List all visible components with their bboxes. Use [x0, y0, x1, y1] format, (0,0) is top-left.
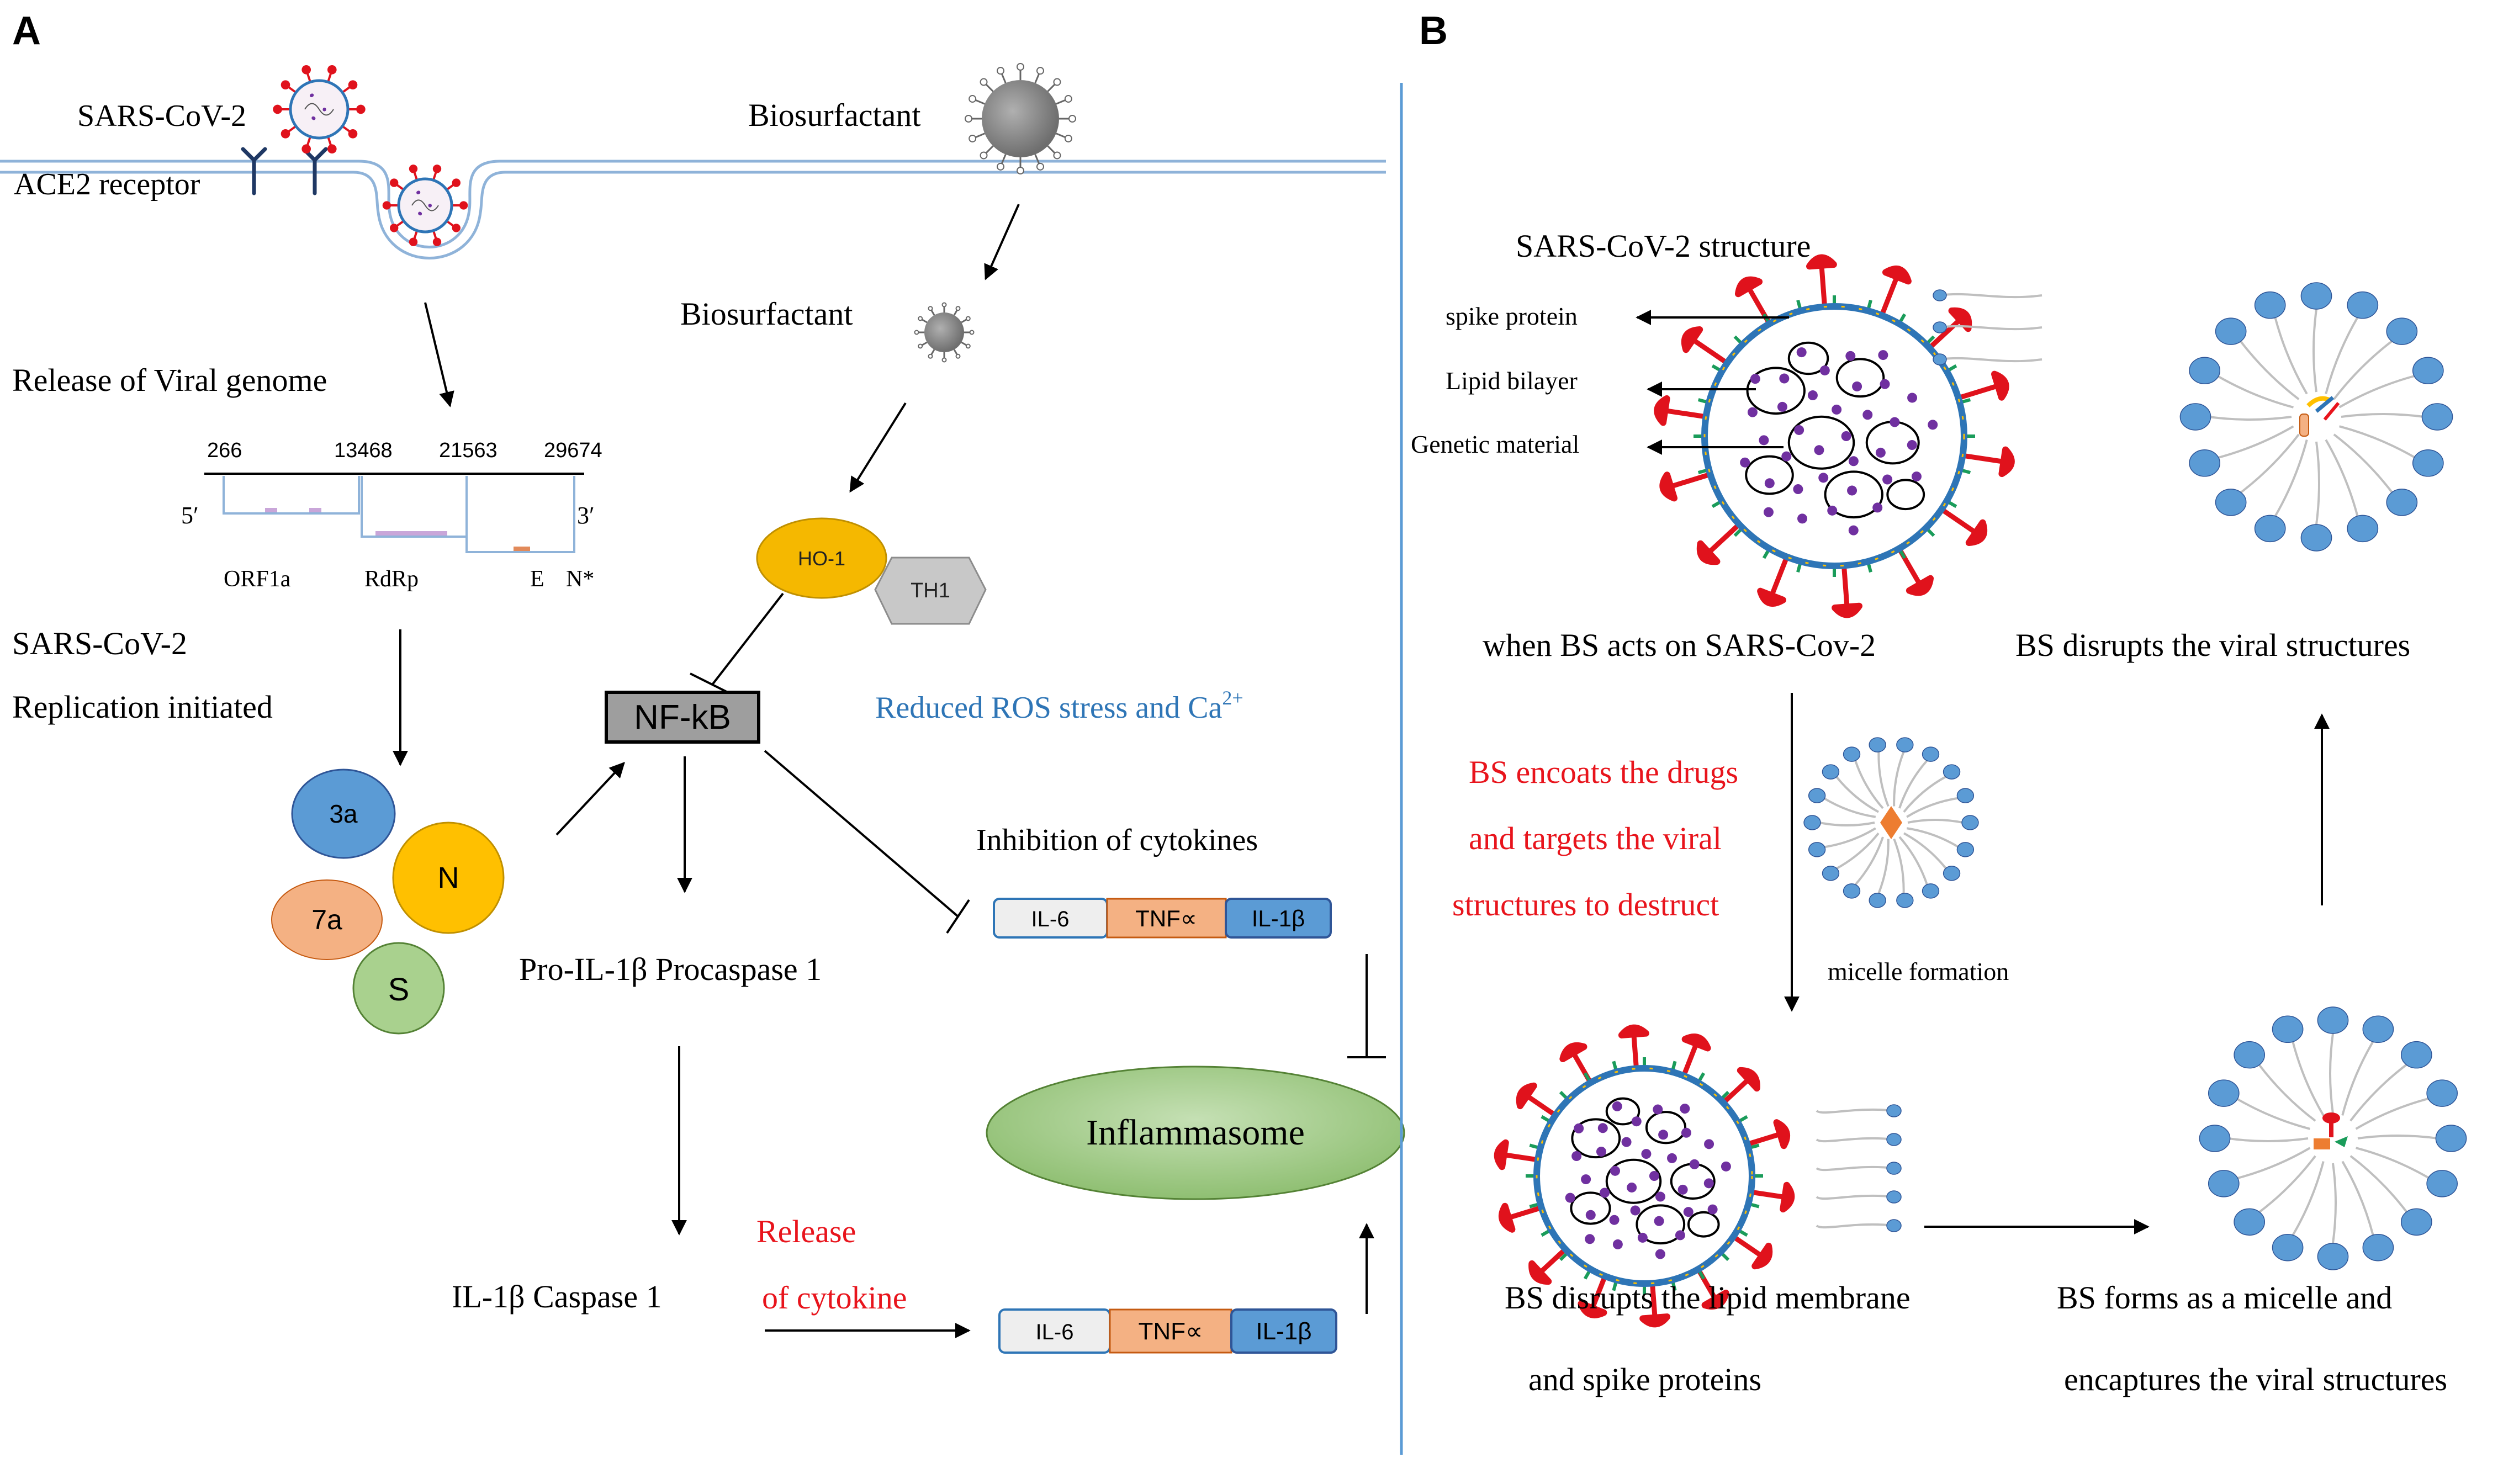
disrupted-virus-icon: [1494, 1024, 1795, 1328]
replication-line1: SARS-CoV-2: [12, 626, 187, 661]
inhibition-bar: [946, 899, 970, 934]
cytokine-il6: IL-6: [1031, 907, 1070, 931]
gene-label: ORF1a: [224, 566, 291, 592]
sars-cov-2-structure-icon: [1654, 254, 2015, 618]
biosurfactant-icon: [965, 63, 1076, 174]
forms-micelle-line1: BS forms as a micelle and: [2057, 1280, 2392, 1316]
genome-position: 21563: [439, 439, 498, 462]
cytokine-tnf: TNF∝: [1135, 905, 1197, 931]
surfactant-strands-icon: [1816, 1104, 1902, 1232]
genome-position: 266: [207, 439, 242, 462]
micelle-formation-label: micelle formation: [1828, 957, 2009, 985]
inhibition-line: [764, 750, 959, 918]
gene-label: RdRp: [364, 566, 419, 592]
il-caspase-label: IL-1β Caspase 1: [452, 1279, 662, 1315]
three-prime-label: 3′: [577, 502, 595, 529]
biosurfactant-small-icon: [914, 302, 975, 363]
cytokine-tnf: TNF∝: [1139, 1318, 1203, 1345]
cytokine-bar-bottom: IL-6 TNF∝ IL-1β: [998, 1308, 1337, 1354]
five-prime-label: 5′: [181, 502, 199, 529]
drug-micelle-icon: [1803, 737, 1979, 908]
protein-s-label: S: [388, 972, 410, 1008]
endocytosed-virus-icon: [382, 165, 468, 246]
gene-label: N*: [566, 566, 594, 592]
ho1-node: [756, 517, 887, 599]
structure-title: SARS-CoV-2 structure: [1516, 228, 1811, 264]
encoats-line3: structures to destruct: [1452, 887, 1719, 923]
cytokine-il1b: IL-1β: [1256, 1318, 1311, 1345]
release-line1: Release: [756, 1213, 856, 1249]
viral-proteins: 3a N 7a S: [271, 768, 505, 1035]
virus-label: SARS-CoV-2: [77, 99, 246, 133]
protein-7a-label: 7a: [311, 904, 342, 935]
release-line2: of cytokine: [762, 1280, 907, 1316]
ho1-label: HO-1: [798, 547, 845, 570]
arrow: [984, 204, 1020, 280]
micelle-encapturing-icon: [2199, 1006, 2467, 1270]
encoats-line2: and targets the viral: [1469, 820, 1722, 856]
panel-a-label: A: [12, 9, 41, 53]
genome-map: 266 13468 21563 29674 5′ 3′ ORF1a RdRp E…: [181, 439, 602, 592]
forms-micelle-line2: encaptures the viral structures: [2064, 1361, 2447, 1397]
spike-label: spike protein: [1446, 302, 1578, 330]
cytokine-il6: IL-6: [1036, 1320, 1074, 1344]
gene-label: E: [530, 566, 544, 592]
sars-cov-2-virus-icon: [273, 65, 366, 154]
inhibition-line: [711, 592, 784, 686]
arrow: [424, 302, 454, 407]
ros-label: Reduced ROS stress and Ca2+: [875, 687, 1243, 725]
panel-b-label: B: [1419, 9, 1448, 53]
encoats-line1: BS encoats the drugs: [1469, 754, 1738, 790]
genome-position: 13468: [334, 439, 393, 462]
micelle-disrupted-icon: [2179, 282, 2453, 552]
inhibition-cytokines-label: Inhibition of cytokines: [976, 823, 1258, 857]
inflammasome-label: Inflammasome: [1086, 1112, 1305, 1153]
protein-s: [352, 942, 445, 1035]
protein-3a-label: 3a: [329, 799, 358, 828]
th1-label: TH1: [911, 579, 950, 602]
genetic-label: Genetic material: [1411, 430, 1579, 458]
biosurfactant-mid-label: Biosurfactant: [680, 296, 853, 332]
pro-il-label: Pro-IL-1β Procaspase 1: [519, 951, 822, 987]
arrow: [849, 402, 907, 493]
ace2-receptor-label: ACE2 receptor: [14, 167, 200, 202]
protein-n-label: N: [438, 861, 459, 894]
inflammasome-node: [986, 1066, 1405, 1200]
protein-7a: [271, 879, 383, 960]
cytokine-bar-top: IL-6 TNF∝ IL-1β: [993, 898, 1332, 939]
bs-disrupts-viral-label: BS disrupts the viral structures: [2015, 627, 2410, 663]
release-genome-label: Release of Viral genome: [12, 362, 327, 398]
biosurfactant-top-label: Biosurfactant: [748, 97, 920, 133]
replication-line2: Replication initiated: [12, 689, 273, 725]
nfkb-box: [605, 691, 760, 744]
genome-position: 29674: [544, 439, 602, 462]
cytokine-il1b: IL-1β: [1252, 905, 1305, 931]
disrupts-lipid-line2: and spike proteins: [1528, 1361, 1761, 1397]
th1-node: [874, 556, 987, 625]
surfactant-strands-icon: [1933, 289, 2042, 365]
protein-n: [392, 822, 505, 934]
disrupts-lipid-line1: BS disrupts the lipid membrane: [1505, 1280, 1911, 1316]
when-bs-label: when BS acts on SARS-Cov-2: [1483, 627, 1876, 663]
cell-membrane: [0, 160, 1386, 259]
protein-3a: [291, 768, 396, 859]
arrow: [555, 761, 625, 836]
nfkb-label: NF-kB: [634, 698, 731, 736]
lipid-label: Lipid bilayer: [1446, 367, 1578, 395]
